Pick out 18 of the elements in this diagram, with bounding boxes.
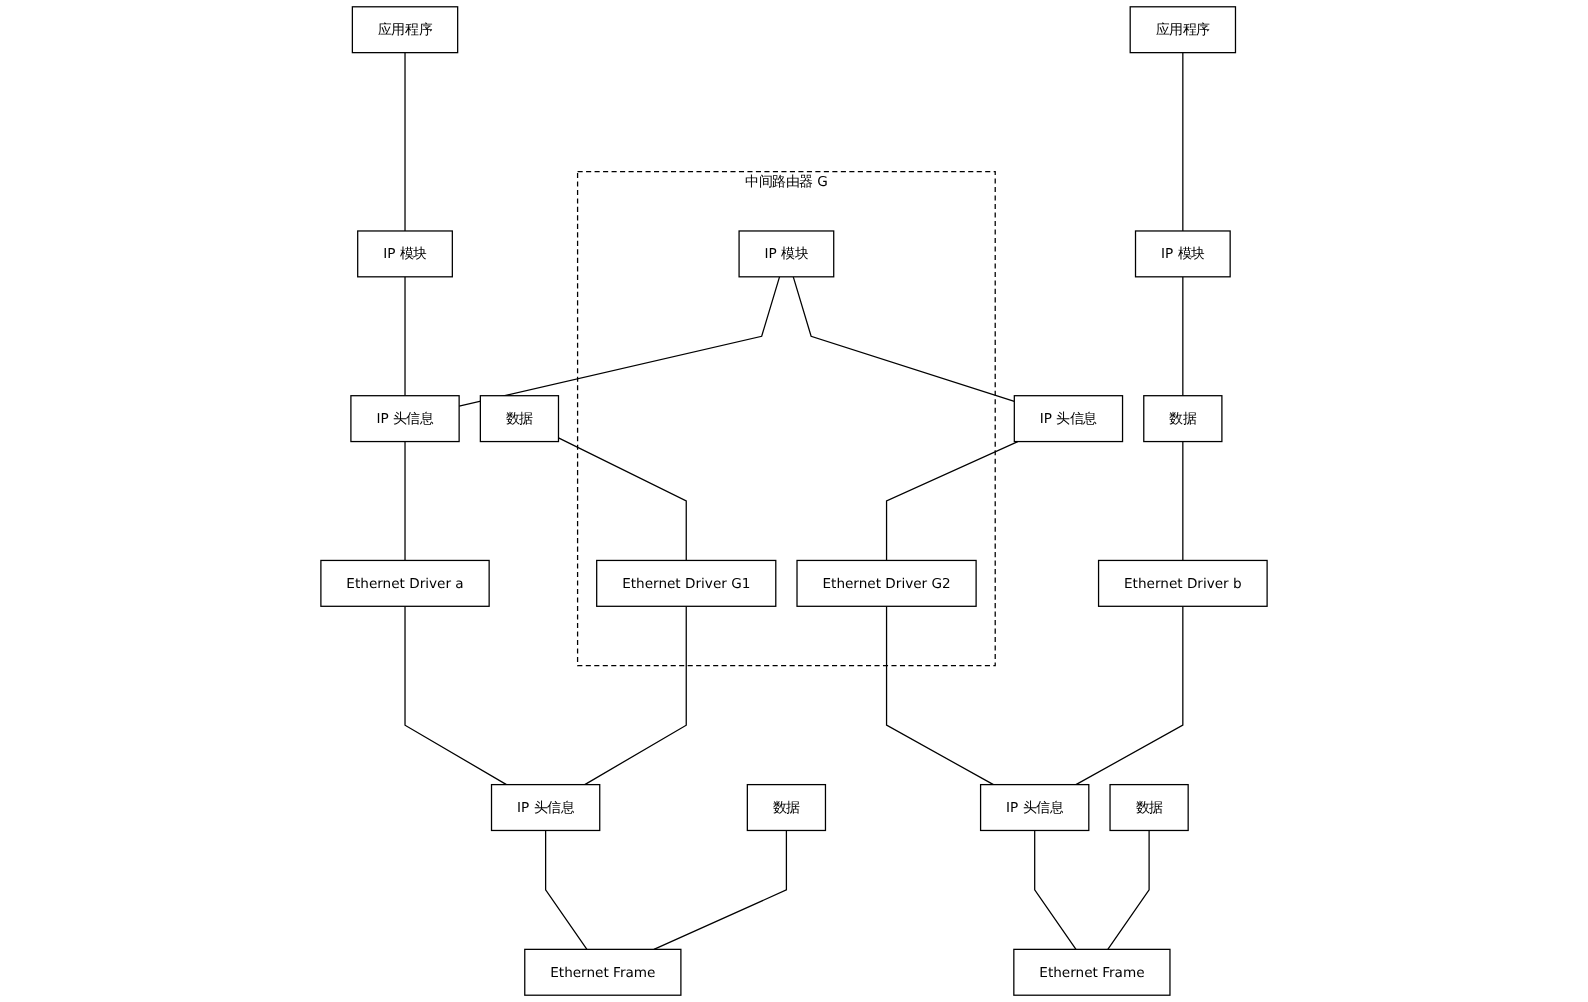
connector bbox=[404, 440, 406, 562]
connector bbox=[404, 276, 406, 397]
connector bbox=[1107, 829, 1150, 950]
connector bbox=[653, 829, 788, 950]
connector bbox=[1182, 52, 1184, 232]
connector bbox=[1075, 605, 1184, 786]
connector bbox=[557, 437, 687, 562]
connector bbox=[545, 829, 588, 950]
connector bbox=[1182, 440, 1184, 562]
connector bbox=[1182, 276, 1184, 397]
connector bbox=[584, 605, 687, 786]
connector bbox=[1034, 829, 1077, 950]
connector bbox=[458, 276, 781, 407]
connector bbox=[404, 605, 508, 786]
connector bbox=[404, 52, 406, 232]
connector bbox=[792, 276, 1015, 402]
connector bbox=[885, 605, 995, 786]
connector bbox=[885, 440, 1019, 562]
